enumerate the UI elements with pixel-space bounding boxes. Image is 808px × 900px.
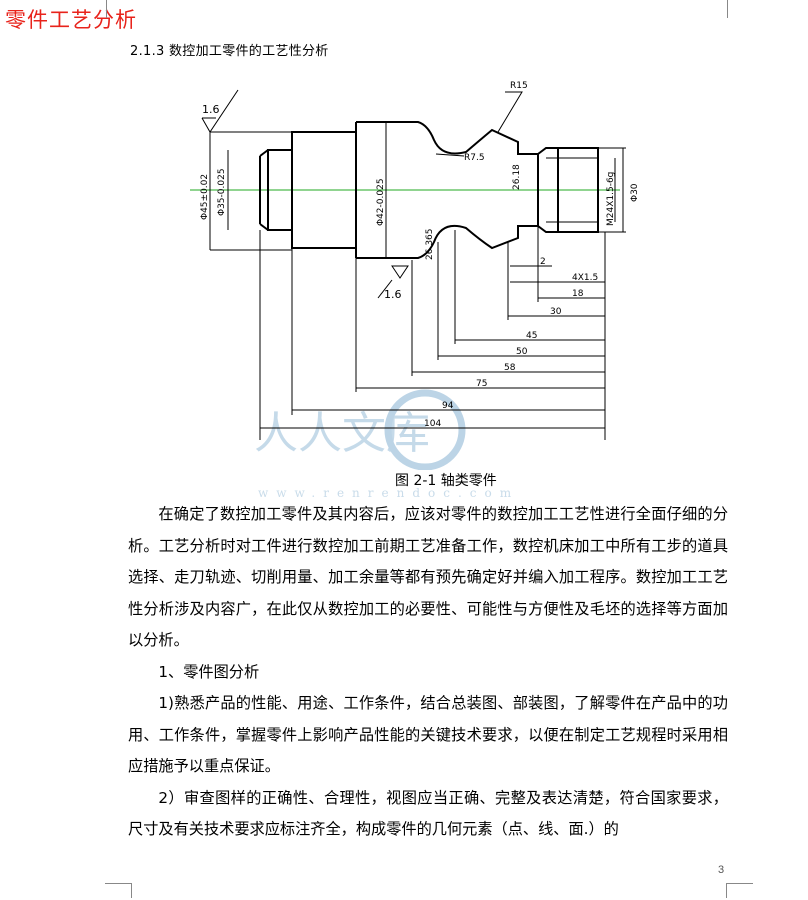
crop-mark-top-right (727, 0, 728, 18)
paragraph: 1)熟悉产品的性能、用途、工作条件，结合总装图、部装图，了解零件在产品中的功用、… (128, 694, 728, 775)
roughness-symbols (201, 89, 409, 299)
dim-104: 104 (424, 419, 441, 429)
radius-leaders (435, 91, 523, 157)
horizontal-dimension-lines (259, 226, 606, 440)
watermark-url: www.renrendoc.com (258, 486, 520, 500)
dim-45: 45 (526, 331, 537, 341)
paragraph: 2）审查图样的正确性、合理性，视图应当正确、完整及表达清楚，符合国家要求，尺寸及… (128, 788, 728, 839)
dim-26-18: 26.18 (512, 164, 522, 190)
crop-mark-bottom-left (105, 883, 132, 898)
section-heading: 2.1.3 数控加工零件的工艺性分析 (130, 44, 329, 59)
thread-lines (546, 157, 598, 223)
document-title: 零件工艺分析 (5, 8, 137, 32)
dim-d30: Φ30 (630, 183, 640, 202)
crop-mark-bottom-right (726, 883, 753, 898)
dim-18: 18 (572, 289, 584, 299)
paragraph: 在确定了数控加工零件及其内容后，应该对零件的数控加工工艺性进行全面仔细的分析。工… (128, 505, 728, 649)
watermark: 人人文库 (254, 389, 466, 470)
dim-94: 94 (442, 401, 454, 411)
dim-r7-5: R7.5 (464, 153, 485, 163)
dim-thread: M24X1.5-6g (606, 172, 616, 226)
page-number: 3 (718, 864, 725, 876)
watermark-text: 人人文库 (254, 408, 430, 459)
roughness-bottom-label: 1.6 (384, 288, 402, 301)
body-text: 在确定了数控加工零件及其内容后，应该对零件的数控加工工艺性进行全面仔细的分析。工… (128, 499, 728, 846)
dim-d45: Φ45±0.02 (200, 174, 210, 220)
shaft-technical-drawing: 人人文库 (190, 81, 640, 470)
figure-caption: 图 2-1 轴类零件 (395, 473, 497, 489)
dim-30: 30 (550, 307, 562, 317)
dim-d35: Φ35-0.025 (217, 168, 227, 216)
dim-50: 50 (516, 347, 528, 357)
dim-d42: Φ42-0.025 (376, 178, 386, 226)
dim-r15: R15 (510, 81, 528, 91)
crop-mark-top-left (106, 0, 107, 18)
dim-2: 2 (540, 257, 546, 267)
dim-58: 58 (504, 363, 516, 373)
dim-26-365: 26.365 (425, 229, 435, 261)
dim-75: 75 (476, 379, 487, 389)
subsection-heading: 1、零件图分析 (158, 662, 260, 681)
left-dimensions (209, 122, 626, 258)
roughness-top-label: 1.6 (202, 103, 220, 116)
dim-4x1-5: 4X1.5 (572, 273, 598, 283)
